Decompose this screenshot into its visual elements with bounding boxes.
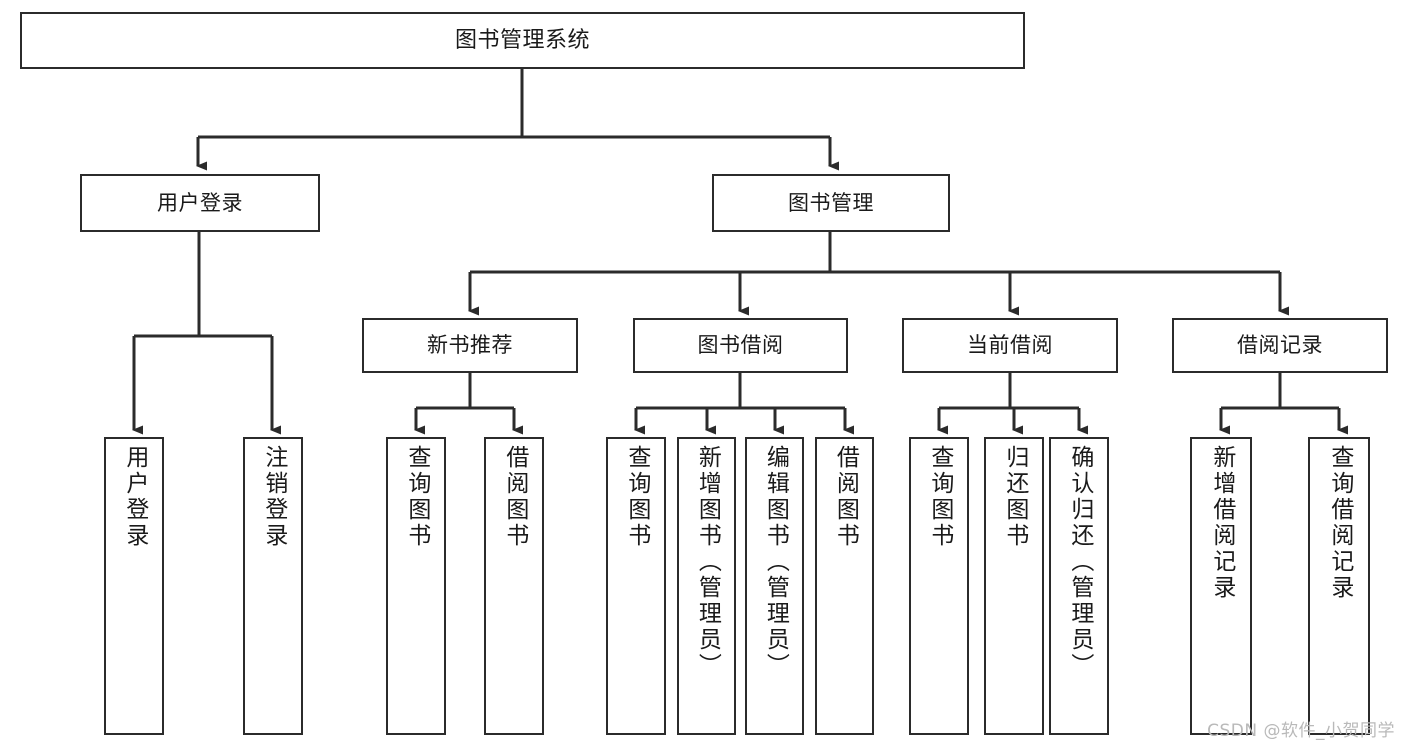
node-label: 新书推荐 [427,333,513,358]
leaf-edit-book-admin[interactable]: 编辑图书（管理员） [745,437,804,735]
leaf-confirm-return-admin[interactable]: 确认归还（管理员） [1049,437,1109,735]
node-label: 新增图书（管理员） [694,445,721,679]
leaf-user-login[interactable]: 用户登录 [104,437,164,735]
node-label: 确认归还（管理员） [1066,445,1093,679]
node-label: 借阅图书 [832,445,859,549]
node-book-management[interactable]: 图书管理 [712,174,950,232]
leaf-query-book-recommendation[interactable]: 查询图书 [386,437,446,735]
node-borrow-record[interactable]: 借阅记录 [1172,318,1388,373]
leaf-borrow-book[interactable]: 借阅图书 [815,437,874,735]
node-label: 归还图书 [1001,445,1028,549]
node-current-borrow[interactable]: 当前借阅 [902,318,1118,373]
node-book-borrow[interactable]: 图书借阅 [633,318,848,373]
leaf-add-borrow-record[interactable]: 新增借阅记录 [1190,437,1252,735]
node-label: 查询图书 [926,445,953,549]
node-user-login[interactable]: 用户登录 [80,174,320,232]
node-label: 查询借阅记录 [1326,445,1353,601]
node-label: 当前借阅 [967,333,1053,358]
node-label: 图书管理系统 [454,27,590,53]
node-label: 图书管理 [788,190,874,215]
leaf-query-book-current[interactable]: 查询图书 [909,437,969,735]
node-label: 借阅图书 [501,445,528,549]
node-label: 编辑图书（管理员） [762,445,789,679]
node-label: 新增借阅记录 [1208,445,1235,601]
node-label: 用户登录 [157,190,243,215]
node-label: 查询图书 [403,445,430,549]
node-label: 用户登录 [121,445,148,549]
leaf-query-borrow-record[interactable]: 查询借阅记录 [1308,437,1370,735]
leaf-borrow-book-recommendation[interactable]: 借阅图书 [484,437,544,735]
node-new-book-recommendation[interactable]: 新书推荐 [362,318,578,373]
node-label: 借阅记录 [1237,333,1323,358]
leaf-add-book-admin[interactable]: 新增图书（管理员） [677,437,736,735]
node-label: 图书借阅 [697,333,784,358]
node-book-management-system[interactable]: 图书管理系统 [20,12,1025,69]
node-label: 注销登录 [260,445,287,549]
node-label: 查询图书 [623,445,650,549]
watermark: CSDN @软件_小贺同学 [1207,721,1395,741]
leaf-return-book[interactable]: 归还图书 [984,437,1044,735]
leaf-logout[interactable]: 注销登录 [243,437,303,735]
leaf-query-book-borrow[interactable]: 查询图书 [606,437,666,735]
